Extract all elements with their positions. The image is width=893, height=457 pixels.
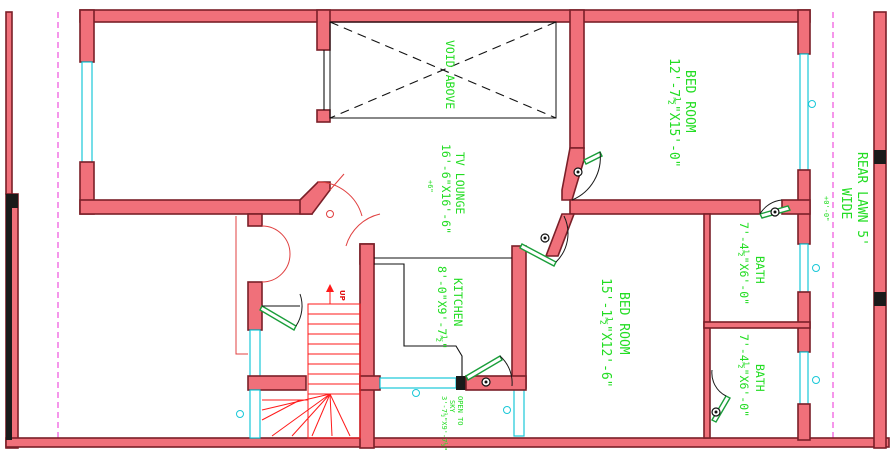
bottom-boundary-wall (5, 437, 890, 448)
stair-door[interactable] (259, 305, 297, 331)
window-tag (412, 389, 420, 397)
bedroom2-door[interactable] (519, 243, 557, 267)
boundary-pillar (874, 292, 886, 306)
bedroom2-door-swing (555, 215, 569, 263)
void-left-wall (316, 109, 331, 123)
bedroom1-door[interactable] (583, 151, 603, 165)
kitchen-counter (374, 263, 463, 376)
open-to-sky-line2: SKY (448, 400, 456, 413)
level-marker (326, 210, 334, 218)
right-wall-upper (797, 9, 811, 55)
bedroom2-name: BED ROOM (616, 292, 631, 355)
stair-top-block (247, 213, 263, 227)
bath1-window (799, 243, 809, 293)
tv-lounge-level: +6" (426, 180, 434, 193)
stair-up-label: UP (338, 290, 346, 301)
window-tag (812, 376, 820, 384)
stair-left-wall (247, 281, 263, 331)
bedroom1-name: BED ROOM (682, 70, 697, 133)
angled-wall (299, 181, 331, 215)
kitchen-window (379, 377, 457, 389)
bath1-name: BATH (753, 256, 767, 284)
void-diagonal (329, 21, 557, 119)
rear-lawn-name: REAR LAWN 5' (854, 152, 869, 246)
bath1-size: 7'-4½"X6'-0" (737, 222, 751, 305)
open-to-sky-size: 3'-7½"X9'-7½" (440, 396, 448, 451)
void-right-wall (569, 9, 585, 149)
bedroom1-window (799, 53, 809, 171)
bath2-window (799, 351, 809, 405)
bedroom2-left-wall (511, 245, 527, 389)
tv-lounge-name: TV LOUNGE (453, 152, 467, 214)
void-label: VOID ABOVE (443, 40, 457, 109)
kitchen-name: KITCHEN (451, 278, 465, 327)
bath2-size: 7'-4½"X6'-0" (737, 334, 751, 417)
window-tag (503, 406, 511, 414)
tv-lounge-size: 16'-6"X16'-6" (439, 144, 453, 234)
right-wall-bottom (797, 403, 811, 441)
bath1-door-swing (759, 199, 783, 215)
bedroom1-bottom-wall (79, 199, 313, 215)
kitchen-size: 8'-0"X9'-7½" (435, 266, 449, 349)
rear-lawn-level: +0'-0" (822, 196, 830, 221)
bedroom2-bottom-window (513, 387, 525, 437)
stair-door-swing (295, 293, 303, 327)
open-to-sky-line1: OPEN TO (456, 396, 464, 426)
bedroom2-angled-wall (544, 213, 576, 257)
left-window (81, 61, 93, 163)
window-tag (808, 100, 816, 108)
rear-lawn-sub: WIDE (838, 188, 853, 219)
kitchen-bottom-wall-right (465, 375, 527, 391)
top-wall (79, 9, 811, 23)
bath-divider-wall (703, 321, 811, 329)
bedroom2-size: 15'-1½"X12'-6" (598, 278, 613, 388)
left-boundary-hatch (6, 208, 12, 440)
bedroom1-size: 12'-7½"X15'-0" (666, 58, 681, 168)
stair-bottom-wall (247, 375, 307, 391)
left-wall-upper (79, 9, 95, 63)
bedroom1-door-swing (571, 151, 601, 201)
entrance-door[interactable] (235, 173, 381, 355)
kitchen-left-wall (359, 243, 375, 449)
bedroom1-bottom-wall-right (569, 199, 761, 215)
right-boundary-wall (873, 11, 887, 449)
kitchen-pillar (456, 376, 466, 390)
kitchen-bottom-wall-left (359, 375, 381, 391)
staircase (261, 284, 361, 439)
kitchen-door[interactable] (465, 355, 503, 381)
bedroom1-right-wall (316, 9, 331, 51)
window-tag (236, 410, 244, 418)
stair-lower-window (249, 389, 261, 439)
boundary-pillar (6, 194, 18, 208)
bath2-door-swing (711, 369, 727, 397)
window-tag (812, 264, 820, 272)
stair-window (249, 329, 261, 379)
kitchen-door-swing (499, 355, 513, 387)
bath2-name: BATH (753, 364, 767, 392)
left-boundary-wall-upper (5, 11, 13, 195)
boundary-pillar (874, 150, 886, 164)
